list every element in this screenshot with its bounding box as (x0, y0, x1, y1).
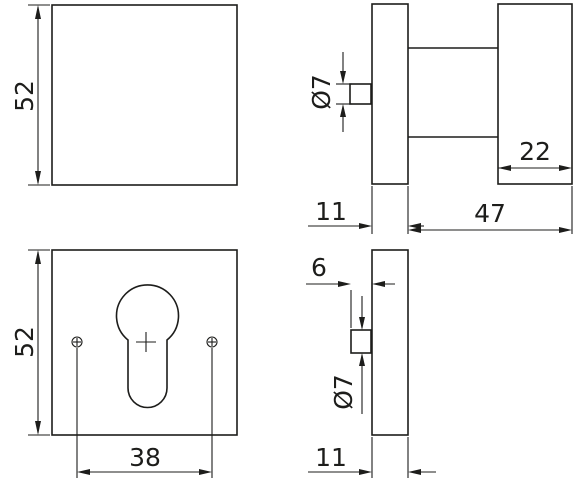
rose-thickness-label: 11 (315, 197, 347, 226)
rose-height-label: 52 (10, 80, 39, 112)
escutcheon-height-label: 52 (10, 326, 39, 358)
knob-side-view: Ø7 22 11 47 (307, 3, 573, 234)
escutcheon-thickness-label: 11 (315, 443, 347, 472)
pin-diameter-label: Ø7 (307, 74, 336, 110)
left-screw-icon (71, 336, 83, 348)
screw-spacing-label: 38 (129, 443, 161, 472)
escutcheon-side-view: 6 Ø7 11 (306, 249, 436, 478)
keyhole-outline (115, 284, 180, 409)
pin-diameter-lower-label: Ø7 (329, 374, 358, 410)
knob-depth-label: 22 (519, 137, 551, 166)
right-screw-icon (206, 336, 218, 348)
overall-depth-label: 47 (474, 199, 506, 228)
pin-offset-label: 6 (311, 253, 327, 282)
escutcheon-front-view: 52 38 (10, 249, 238, 478)
rose-front-view: 52 (10, 4, 238, 186)
